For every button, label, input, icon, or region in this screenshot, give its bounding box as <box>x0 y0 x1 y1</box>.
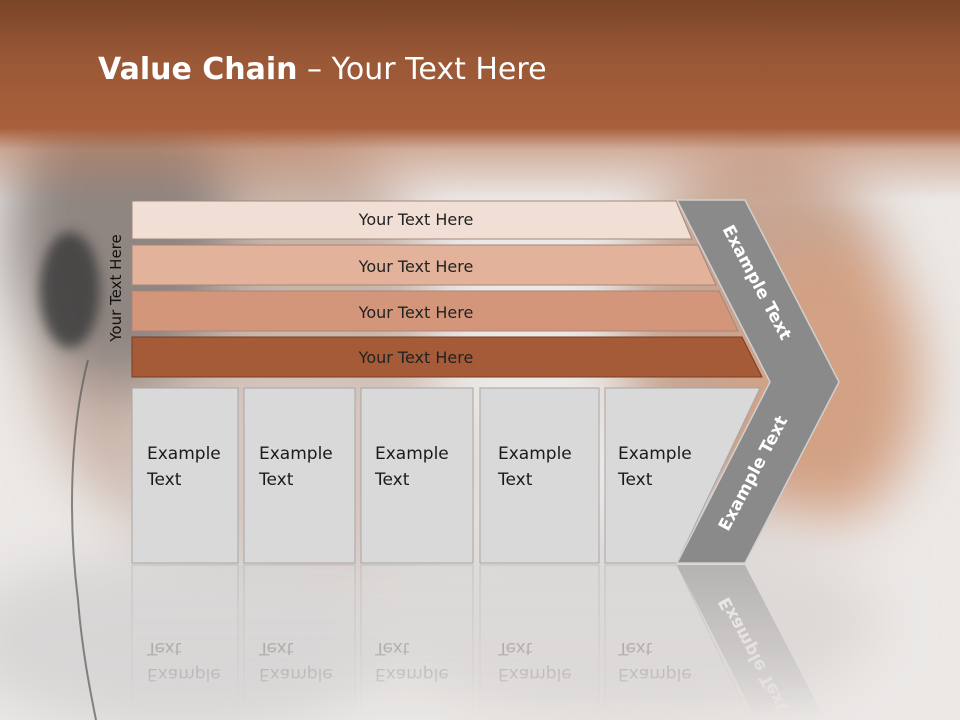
refl-box-3-line2: Text <box>374 638 410 658</box>
refl-box-5-line1: Example <box>618 664 692 684</box>
margin-chevron <box>675 199 840 564</box>
refl-box-5-line2: Text <box>617 638 653 658</box>
reflection: Example Text Example Text Example Text E… <box>131 564 826 720</box>
slide-title: Value Chain – Your Text Here <box>98 52 547 87</box>
box-5-line1: Example <box>618 444 692 464</box>
side-label: Your Text Here <box>107 234 125 342</box>
box-2 <box>243 387 356 564</box>
box-3-line1: Example <box>375 444 449 464</box>
box-2-line1: Example <box>259 444 333 464</box>
bar-2-label: Your Text Here <box>358 257 474 276</box>
title-bold: Value Chain <box>98 52 298 87</box>
box-3 <box>360 387 474 564</box>
bar-1-label: Your Text Here <box>358 210 474 229</box>
refl-box-1-line2: Text <box>146 638 182 658</box>
box-5-line2: Text <box>617 470 653 490</box>
bar-1 <box>131 200 693 240</box>
title-band <box>0 0 960 200</box>
refl-box-2-line2: Text <box>258 638 294 658</box>
box-4 <box>479 387 600 564</box>
box-1 <box>131 387 239 564</box>
bar-2 <box>131 244 717 286</box>
box-3-line2: Text <box>374 470 410 490</box>
title-rest: – Your Text Here <box>297 52 547 87</box>
box-4-line2: Text <box>497 470 533 490</box>
bar-4-label: Your Text Here <box>358 348 474 367</box>
refl-box-4-line1: Example <box>498 664 572 684</box>
bar-4 <box>131 336 763 378</box>
refl-box-2-line1: Example <box>259 664 333 684</box>
box-4-line1: Example <box>498 444 572 464</box>
bar-3 <box>131 290 739 332</box>
box-1-line1: Example <box>147 444 221 464</box>
refl-box-4-line2: Text <box>497 638 533 658</box>
box-2-line2: Text <box>258 470 294 490</box>
box-1-line2: Text <box>146 470 182 490</box>
bar-3-label: Your Text Here <box>358 303 474 322</box>
refl-box-1-line1: Example <box>147 664 221 684</box>
refl-box-3-line1: Example <box>375 664 449 684</box>
